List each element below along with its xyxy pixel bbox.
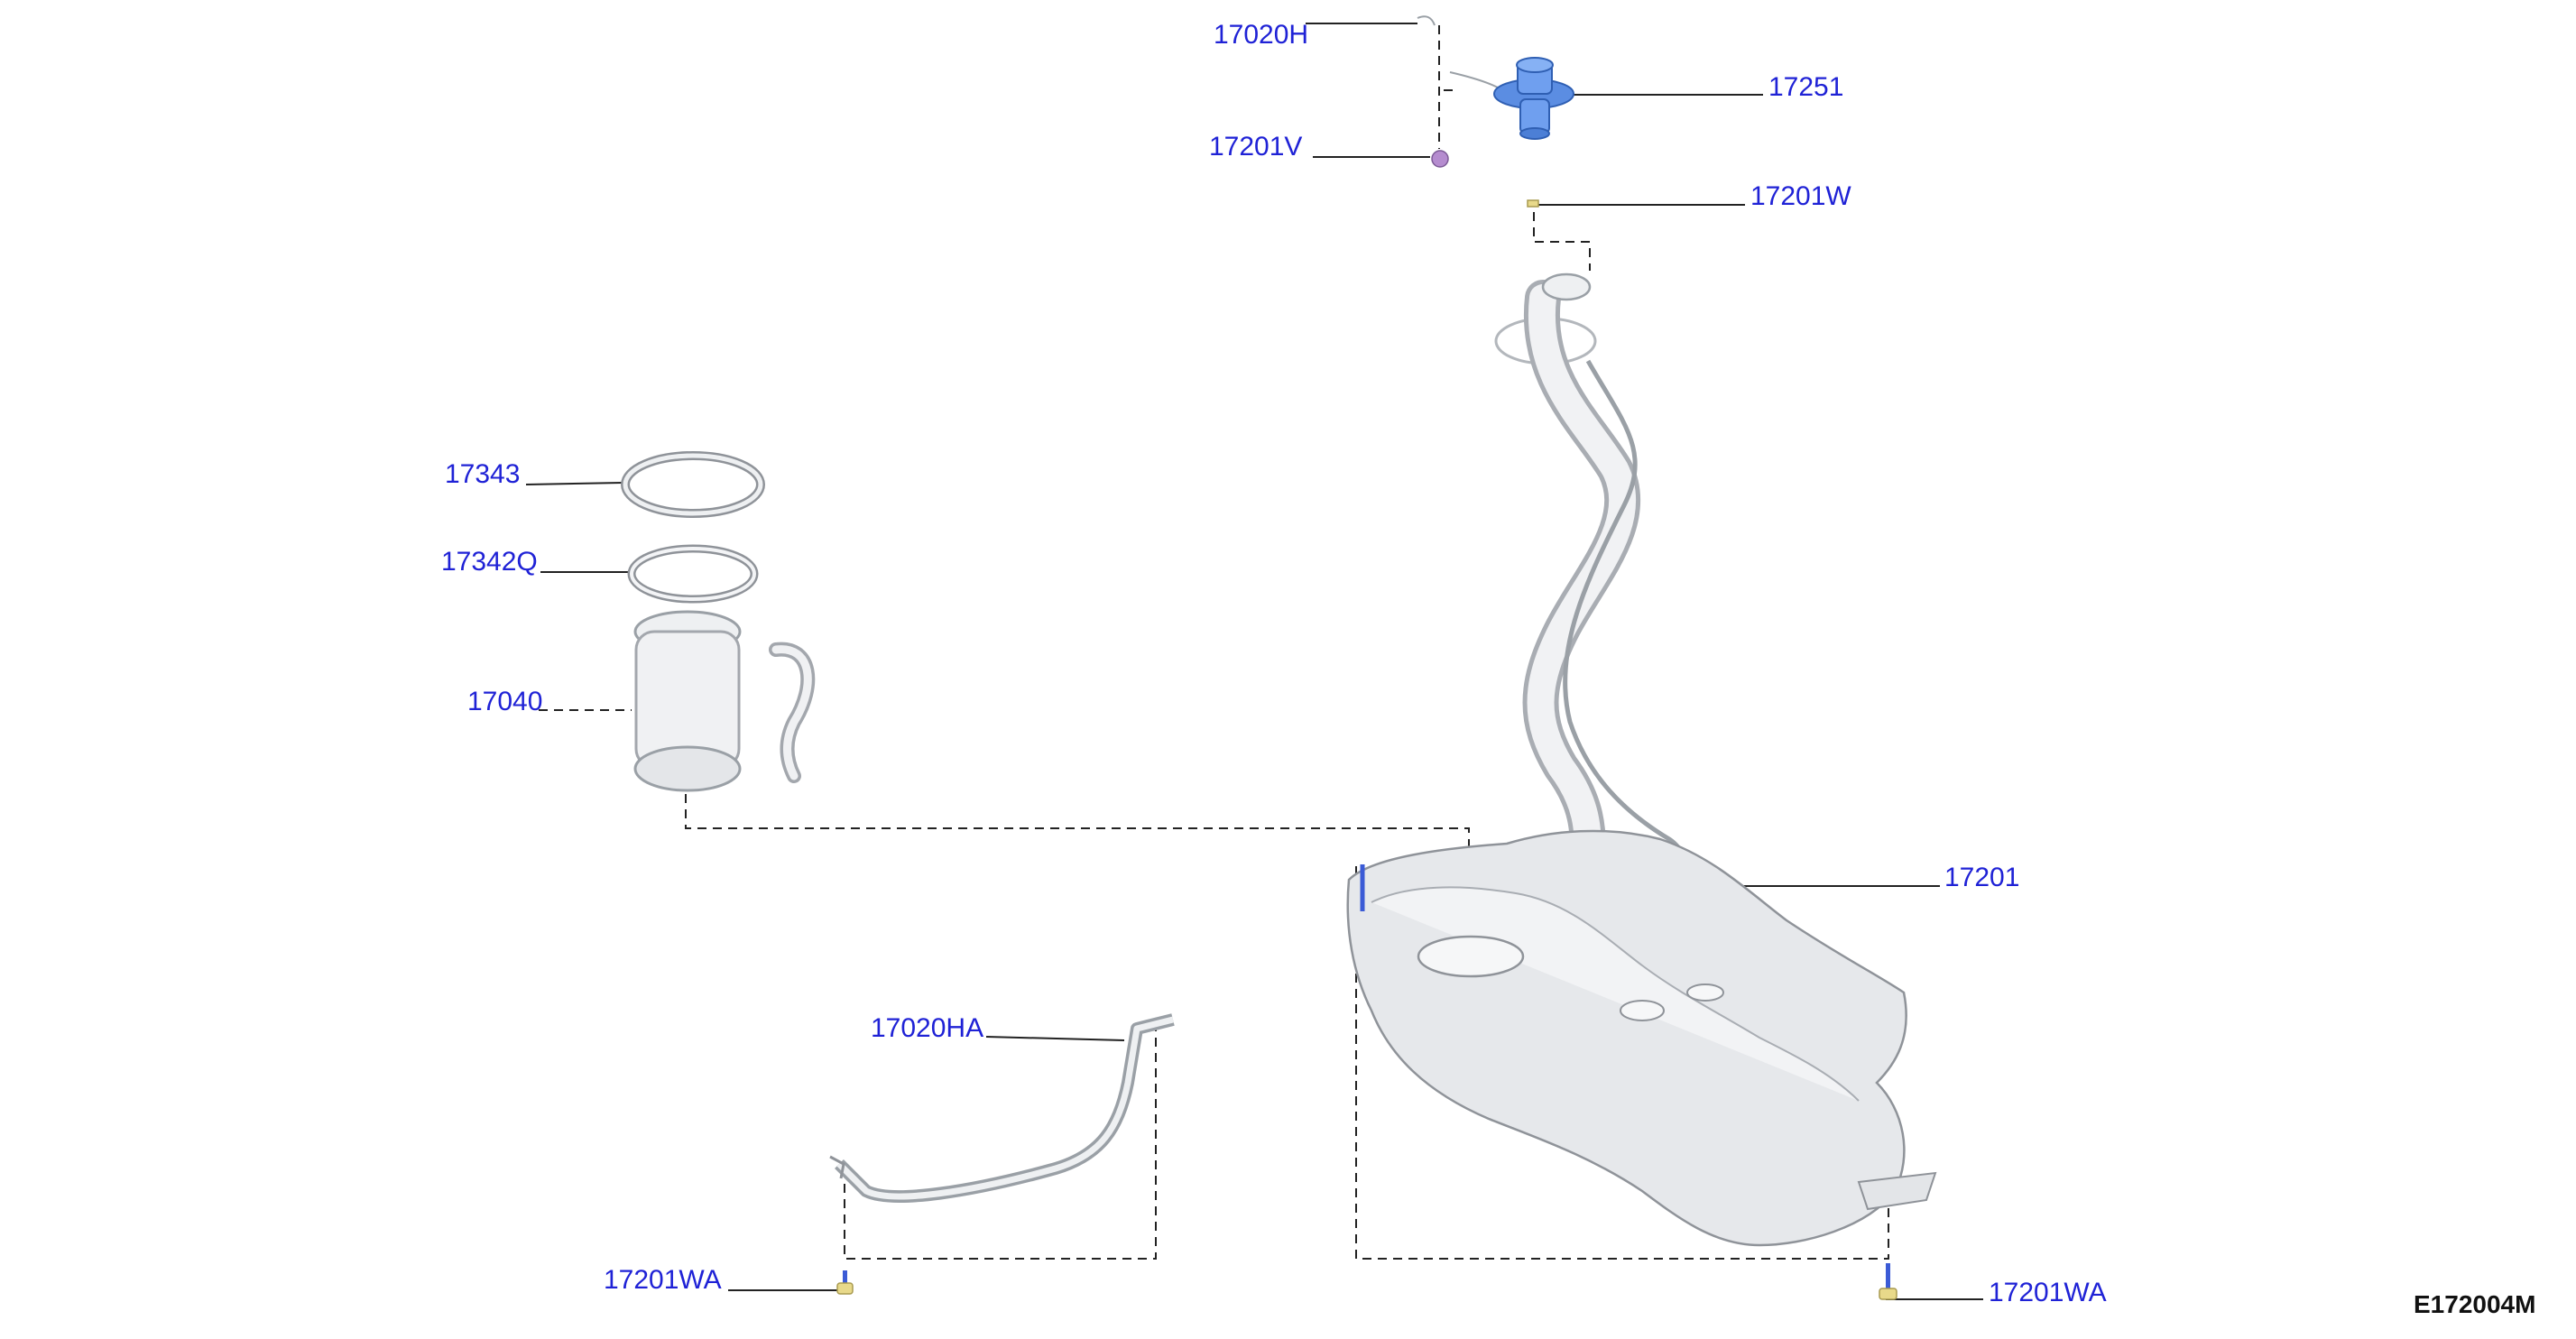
callout-17020H-label: 17020H	[1214, 20, 1308, 50]
grommet-part	[1431, 150, 1449, 168]
tank-strap-part	[829, 1013, 1175, 1203]
dash-filler-neck	[1533, 212, 1591, 271]
figure-id-label: E172004M	[2414, 1290, 2535, 1318]
dash-pump-to-tank	[685, 794, 1470, 938]
callout-17201V-label: 17201V	[1209, 132, 1302, 162]
seal-ring-17342Q-part	[627, 544, 759, 604]
callout-17040-label: 17040	[467, 687, 542, 716]
leader-17343	[525, 482, 623, 485]
callout-17020HA-label: 17020HA	[871, 1013, 983, 1043]
bolt-17201WA-right-part	[1879, 1263, 1897, 1300]
dash-tank-frame	[1355, 866, 1889, 1260]
screw-17201W-part	[1527, 199, 1539, 208]
fuel-cap-part	[1449, 57, 1574, 140]
dash-strap-frame	[844, 1020, 1157, 1260]
leader-17020HA	[985, 1036, 1125, 1041]
callout-17343-label: 17343	[445, 459, 520, 489]
callout-17201WA-right-label: 17201WA	[1989, 1278, 2107, 1307]
callout-17201W-label: 17201W	[1750, 181, 1851, 211]
callout-17201WA-left-label: 17201WA	[604, 1265, 722, 1295]
lock-ring-17343-part	[621, 451, 765, 518]
tether-clip-part	[1417, 15, 1436, 26]
callout-17342Q-label: 17342Q	[441, 547, 538, 577]
fuel-tank-part	[1346, 829, 1937, 1247]
filler-neck-part	[1494, 272, 1699, 975]
callout-17201-label: 17201	[1944, 863, 2019, 892]
callout-17251-label: 17251	[1768, 72, 1843, 102]
bolt-17201WA-left-part	[836, 1270, 854, 1295]
fuel-pump-module-part	[633, 610, 816, 792]
